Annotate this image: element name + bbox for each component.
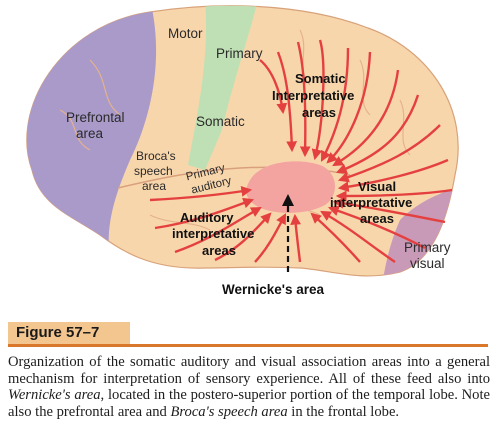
caption-text-3: in the frontal lobe. (287, 403, 400, 420)
label-wernicke: Wernicke's area (222, 282, 325, 297)
label-visual-interp-2: interpretative (330, 195, 412, 210)
label-primary-visual-1: Primary (404, 240, 451, 255)
label-prefrontal-2: area (76, 126, 104, 141)
figure-caption: Organization of the somatic auditory and… (8, 354, 490, 420)
label-broca-1: Broca's (136, 149, 176, 163)
label-primary-visual-2: visual (410, 256, 445, 271)
label-visual-interp-1: Visual (358, 179, 396, 194)
label-primary-motor: Primary (216, 46, 263, 61)
motor-strip (188, 5, 258, 170)
label-auditory-interp-1: Auditory (180, 210, 234, 225)
label-somatic-interp-1: Somatic (295, 71, 346, 86)
caption-broca-term: Broca's speech area (170, 403, 288, 420)
label-visual-interp-3: areas (360, 211, 394, 226)
brain-diagram: Motor Primary Prefrontal area Somatic So… (26, 5, 459, 297)
wernicke-area-region (246, 161, 336, 213)
label-auditory-interp-3: areas (202, 243, 236, 258)
label-broca-2: speech (134, 164, 173, 178)
figure-number: Figure 57–7 (8, 322, 130, 344)
label-somatic-interp-3: areas (302, 105, 336, 120)
caption-text-1: Organization of the somatic auditory and… (8, 354, 490, 387)
label-auditory-interp-2: interpretative (172, 226, 254, 241)
label-motor: Motor (168, 26, 203, 41)
association-arrows (149, 39, 453, 263)
label-somatic-interp-2: Interpretative (272, 88, 354, 103)
label-broca-3: area (142, 179, 166, 193)
caption-text-2: , located in the postero-superior portio… (8, 387, 490, 420)
caption-wernicke-term: Wernicke's area (8, 387, 101, 403)
label-prefrontal-1: Prefrontal (66, 110, 125, 125)
label-somatic: Somatic (196, 114, 245, 129)
figure-caption-bar: Figure 57–7 (8, 322, 488, 347)
